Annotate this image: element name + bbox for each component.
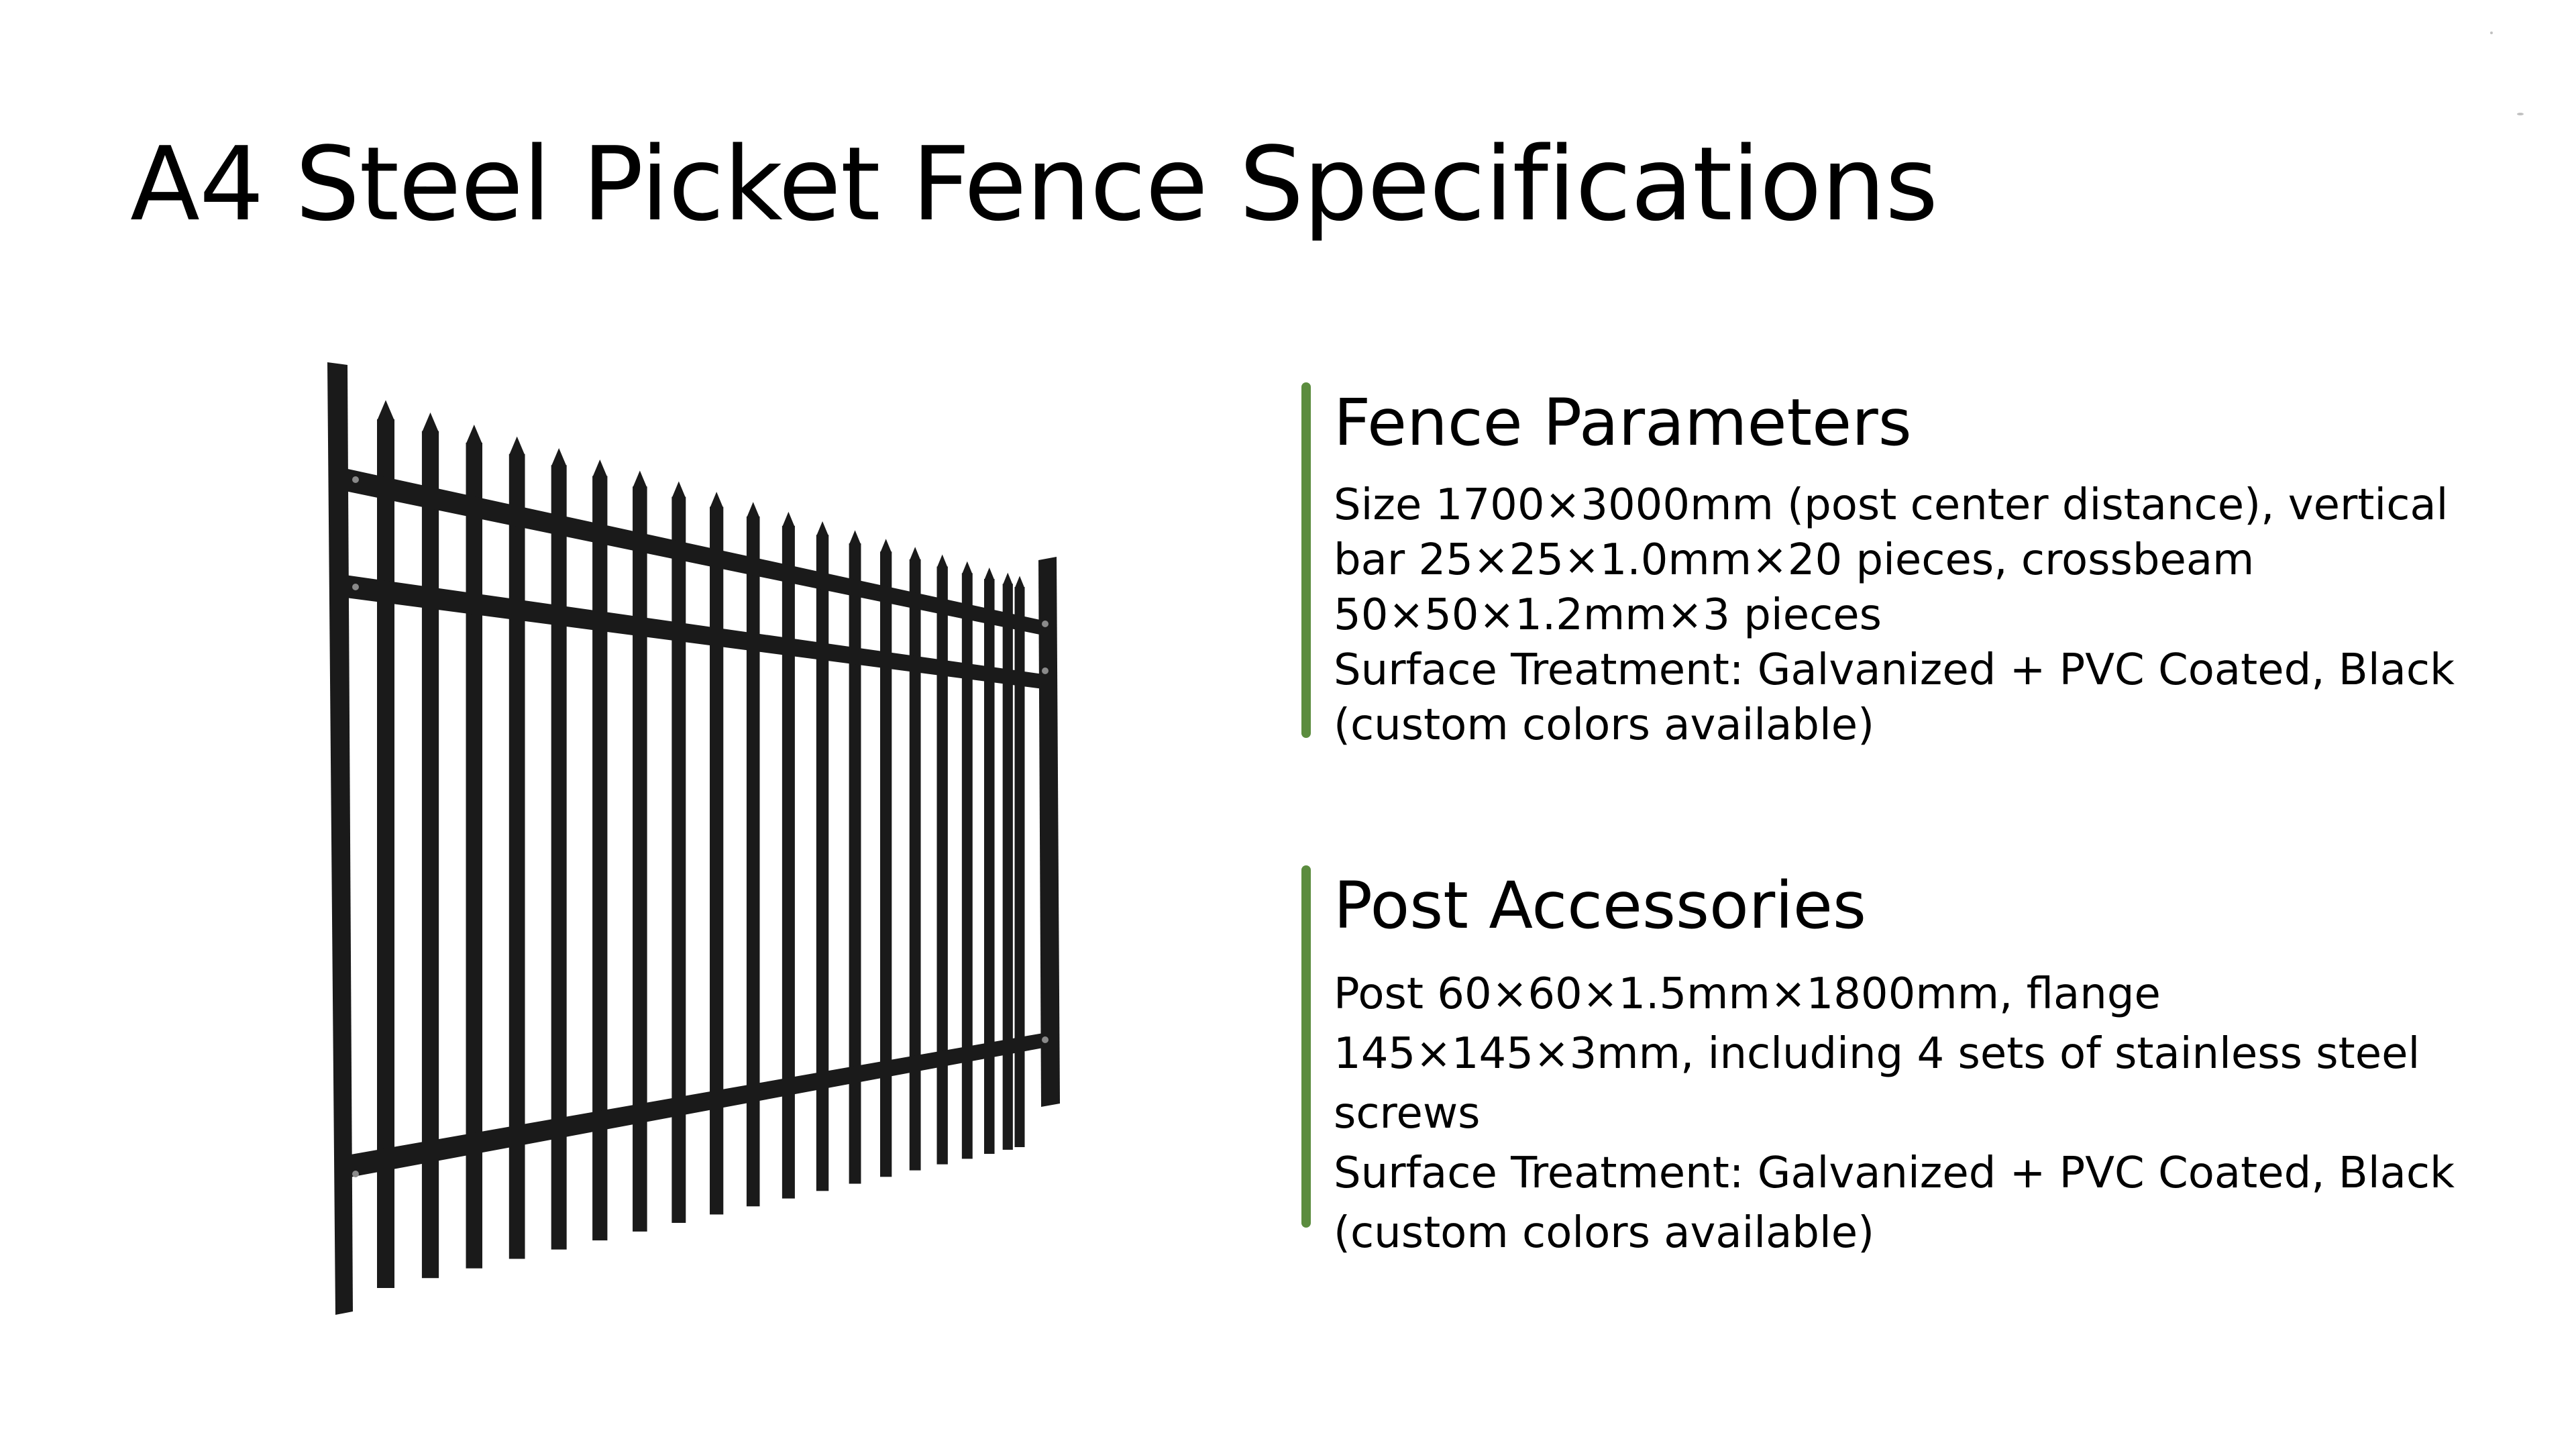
slide-title: A4 Steel Picket Fence Specifications: [130, 125, 1938, 244]
picket-spear-tip: [816, 521, 829, 537]
rail-bolt: [1042, 667, 1049, 674]
fence-picket: [508, 453, 525, 1259]
picket-spear-tip: [633, 470, 647, 488]
section-line: screws: [1334, 1089, 1481, 1138]
rail-bolt: [352, 584, 359, 590]
section-line: Surface Treatment: Galvanized + PVC Coat…: [1334, 1148, 2455, 1198]
picket-spear-tip: [466, 424, 482, 444]
section-heading: Fence Parameters: [1334, 385, 1912, 460]
picket-spear-tip: [508, 436, 525, 455]
fence-illustration: [327, 362, 1060, 1315]
picket-spear-tip: [961, 561, 973, 575]
fence-picket: [377, 419, 394, 1288]
section-line: Size 1700×3000mm (post center distance),…: [1334, 480, 2449, 530]
post-accessories-section: Post Accessories Post 60×60×1.5mm×1800mm…: [1301, 865, 2455, 1258]
section-heading: Post Accessories: [1334, 868, 1866, 943]
accent-bar: [1301, 382, 1311, 738]
rail-bolt: [1042, 621, 1049, 627]
fence-picket: [936, 566, 948, 1165]
section-line: bar 25×25×1.0mm×20 pieces, crossbeam: [1334, 535, 2255, 585]
fence-picket: [746, 516, 760, 1207]
picket-spear-tip: [782, 511, 795, 527]
section-line: 50×50×1.2mm×3 pieces: [1334, 590, 1882, 640]
section-line: 145×145×3mm, including 4 sets of stainle…: [1334, 1029, 2420, 1079]
fence-picket: [816, 535, 829, 1191]
fence-picket: [1002, 584, 1013, 1150]
left-post: [327, 362, 353, 1315]
picket-spear-tip: [421, 412, 439, 433]
fence-picket: [961, 573, 973, 1159]
top-rail: [335, 466, 1043, 635]
bottom-rail: [335, 1033, 1043, 1180]
picket-spear-tip: [983, 567, 995, 581]
rail-bolt: [1042, 1036, 1049, 1043]
section-line: (custom colors available): [1334, 1208, 1875, 1258]
picket-spear-tip: [909, 547, 921, 561]
fence-picket: [909, 559, 921, 1171]
picket-spear-tip: [377, 400, 394, 421]
accent-bar: [1301, 865, 1311, 1228]
rail-bolt: [352, 476, 359, 483]
corner-speck: [2490, 32, 2493, 34]
picket-spear-tip: [710, 492, 724, 508]
fence-picket: [849, 543, 861, 1184]
fence-picket: [672, 496, 686, 1223]
fence-picket: [592, 476, 608, 1241]
section-line: Surface Treatment: Galvanized + PVC Coat…: [1334, 645, 2455, 695]
picket-spear-tip: [936, 554, 948, 568]
section-body: Post 60×60×1.5mm×1800mm, flange 145×145×…: [1334, 965, 2455, 1263]
fence-picket: [466, 442, 482, 1269]
picket-spear-tip: [551, 448, 567, 467]
picket-spear-tip: [879, 539, 892, 553]
rail-bolt: [352, 1171, 359, 1177]
picket-spear-tip: [746, 502, 760, 518]
fence-picket: [710, 506, 724, 1215]
picket-spear-tip: [1014, 576, 1025, 588]
fence-picket: [1014, 587, 1025, 1147]
right-post: [1038, 557, 1060, 1107]
picket-spear-tip: [592, 459, 608, 478]
fence-picket: [633, 486, 647, 1232]
section-line: (custom colors available): [1334, 700, 1875, 750]
fence-image: [315, 356, 1080, 1322]
section-body: Size 1700×3000mm (post center distance),…: [1334, 478, 2455, 753]
fence-picket: [983, 579, 995, 1155]
corner-speck: [2517, 113, 2524, 115]
middle-rail: [335, 574, 1043, 689]
fence-picket: [421, 431, 439, 1279]
fence-picket: [551, 465, 567, 1250]
fence-picket: [879, 551, 892, 1177]
fence-picket: [782, 525, 795, 1199]
picket-spear-tip: [1002, 572, 1013, 586]
picket-spear-tip: [849, 530, 861, 545]
section-line: Post 60×60×1.5mm×1800mm, flange: [1334, 969, 2161, 1019]
fence-parameters-section: Fence Parameters Size 1700×3000mm (post …: [1301, 382, 2455, 750]
picket-spear-tip: [672, 481, 686, 498]
